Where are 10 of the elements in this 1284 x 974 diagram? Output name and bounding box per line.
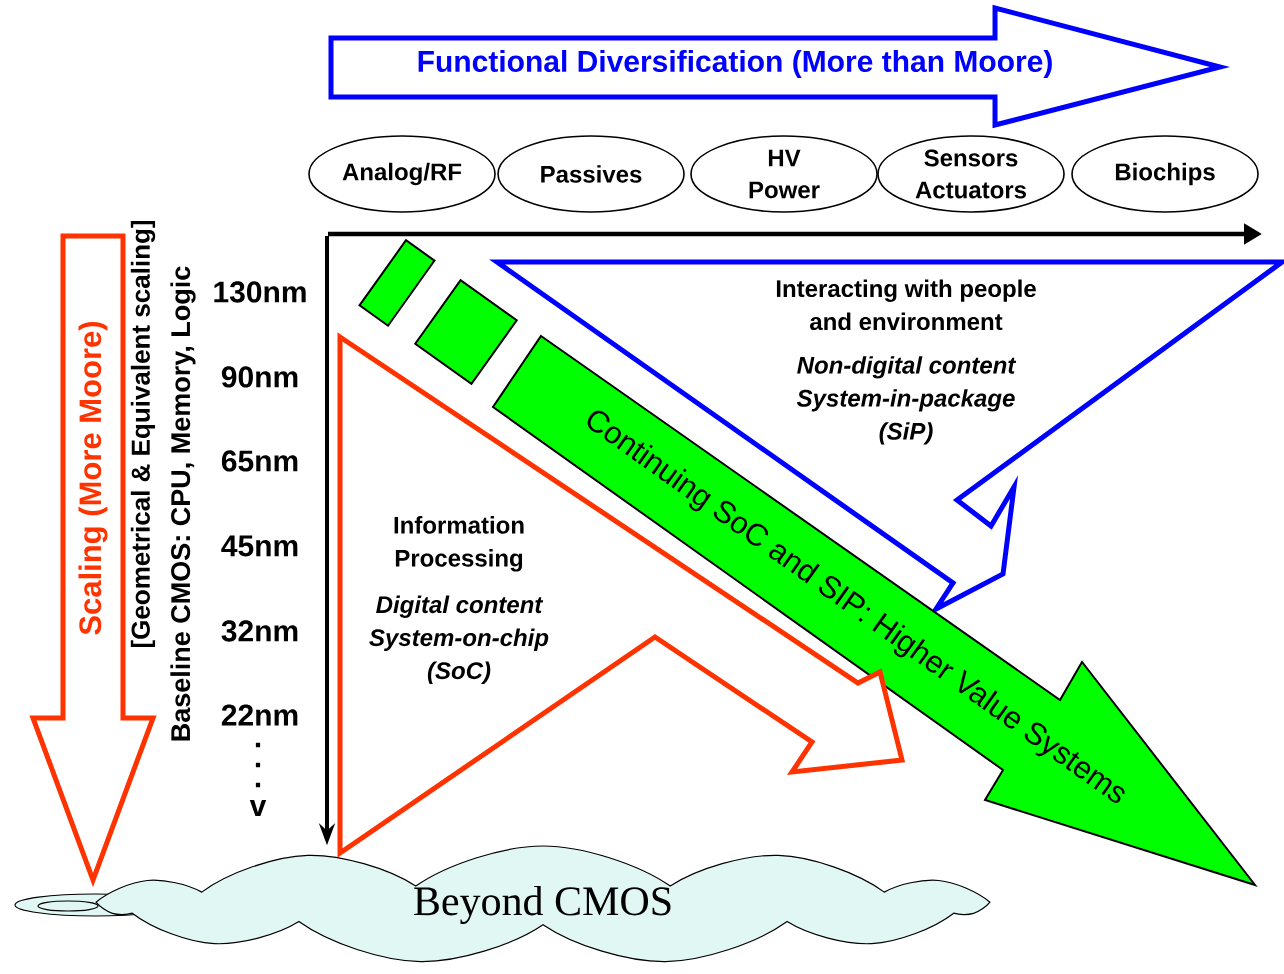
continuation-mark: v: [249, 800, 267, 816]
node-size-label: 130nm: [214, 281, 306, 303]
dot: .: [255, 742, 261, 748]
node-size-label: 90nm: [221, 366, 298, 388]
dot: .: [255, 762, 261, 768]
dot: .: [255, 782, 261, 788]
node-size-label: 32nm: [221, 620, 298, 642]
node-size-label: 65nm: [221, 450, 298, 472]
node-size-label: 45nm: [221, 535, 298, 557]
node-size-label: 22nm: [221, 704, 298, 726]
